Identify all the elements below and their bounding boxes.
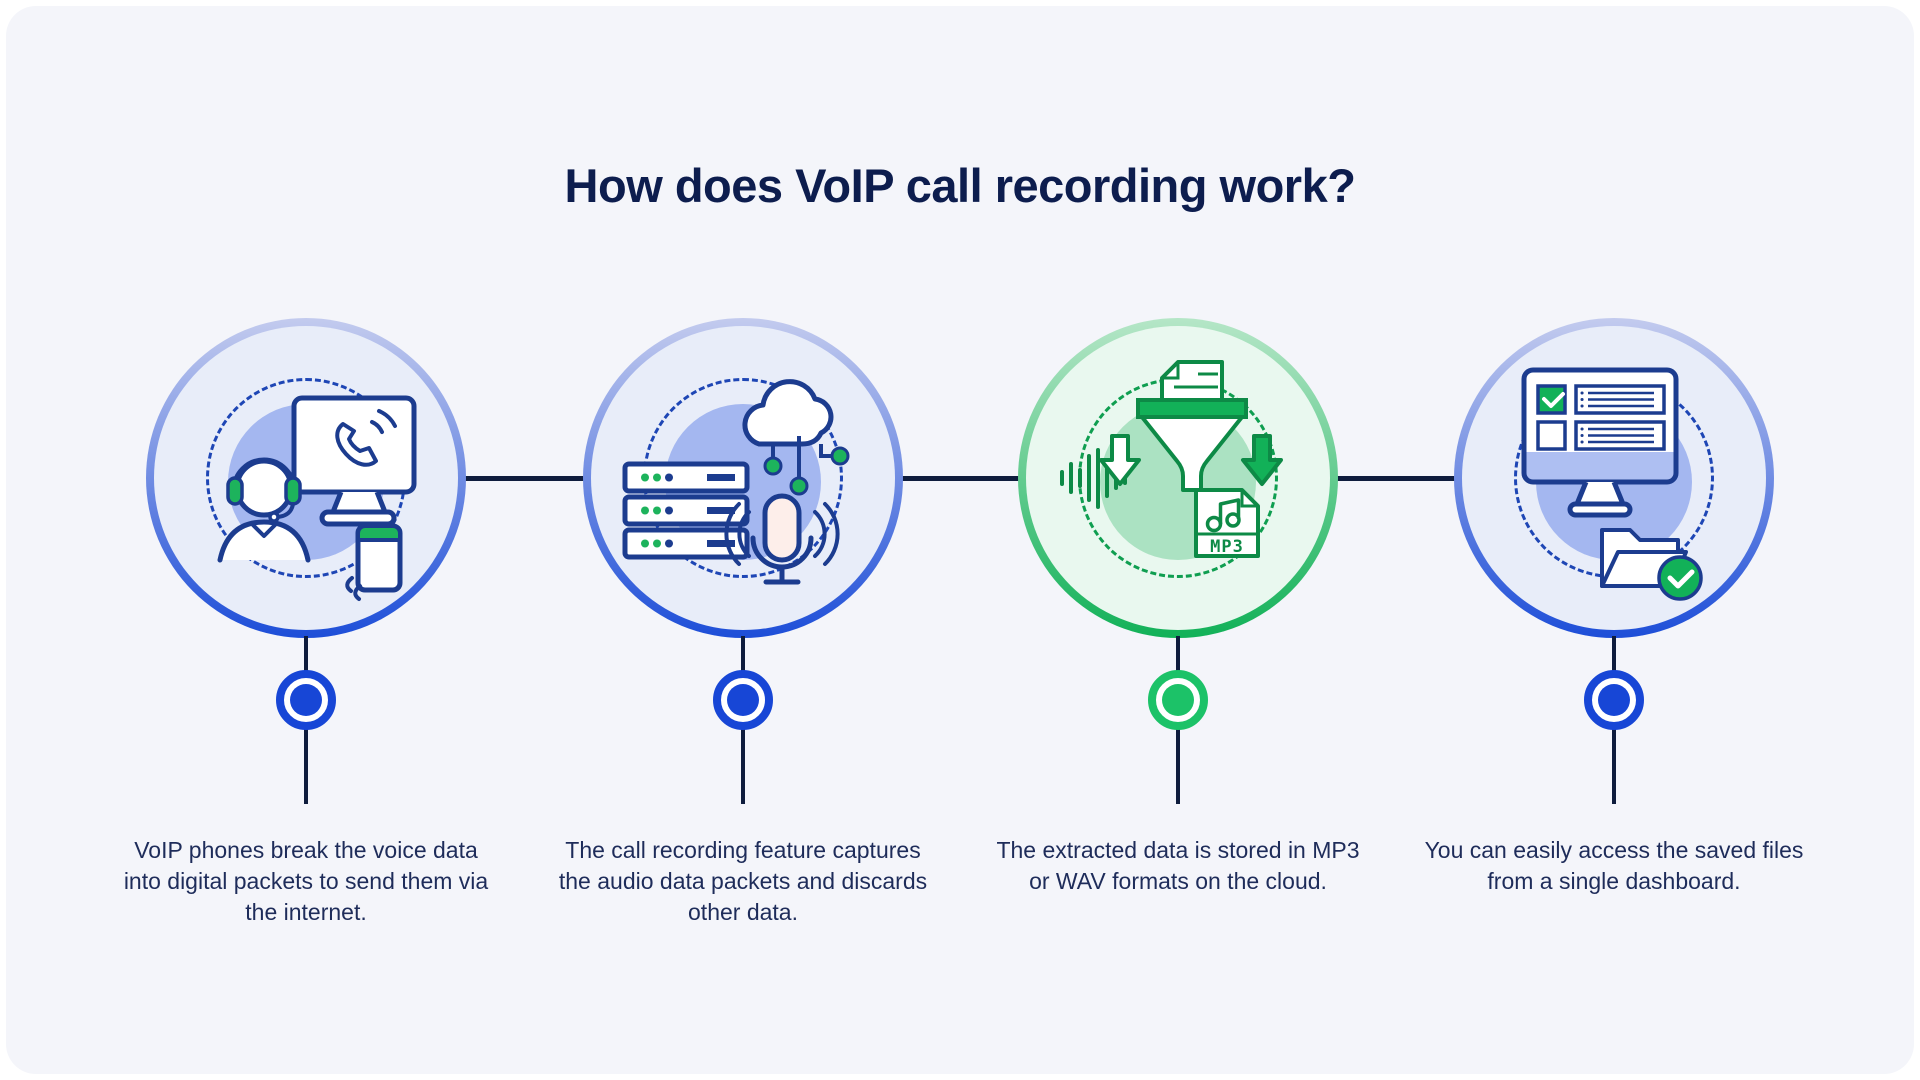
monitor-phone-icon xyxy=(291,395,417,527)
dashboard-folder-check-icon xyxy=(1521,367,1703,601)
step-3-description: The extracted data is stored in MP3 or W… xyxy=(996,837,1360,894)
check-badge-icon xyxy=(1657,555,1703,601)
step-2-connector-bullet xyxy=(713,670,773,730)
support-agent-icon xyxy=(217,457,311,563)
step-4-circle xyxy=(1454,318,1774,638)
waveform-funnel-mp3-icon: MP3 xyxy=(1060,360,1283,558)
page-title: How does VoIP call recording work? xyxy=(564,159,1356,213)
document-icon xyxy=(1160,360,1224,402)
step-3-connector-bullet xyxy=(1148,670,1208,730)
step-2-description: The call recording feature captures the … xyxy=(558,837,928,925)
agent-computer-phone-icon xyxy=(217,395,417,601)
dashboard-monitor-icon xyxy=(1521,367,1679,518)
step-2: The call recording feature captures the … xyxy=(523,0,963,1000)
download-arrow-outline-icon xyxy=(1099,434,1141,486)
server-stack-icon xyxy=(622,461,750,560)
mp3-file-icon: MP3 xyxy=(1194,488,1260,558)
step-1: VoIP phones break the voice data into di… xyxy=(86,0,526,1000)
horizontal-connector-line xyxy=(306,476,1614,481)
step-2-circle xyxy=(583,318,903,638)
step-3-circle: MP3 xyxy=(1018,318,1338,638)
download-arrow-filled-icon xyxy=(1241,434,1283,486)
servers-cloud-microphone-icon xyxy=(622,379,850,585)
step-3: MP3 The extracted data is stored in MP3 … xyxy=(958,0,1398,1000)
step-1-description: VoIP phones break the voice data into di… xyxy=(123,837,489,925)
step-1-connector-bullet xyxy=(276,670,336,730)
step-4-connector-bullet xyxy=(1584,670,1644,730)
mp3-label: MP3 xyxy=(1210,537,1244,557)
step-4-description: You can easily access the saved files fr… xyxy=(1424,837,1804,894)
smartphone-hand-icon xyxy=(345,523,403,601)
step-1-circle xyxy=(146,318,466,638)
microphone-icon xyxy=(724,493,840,585)
step-4: You can easily access the saved files fr… xyxy=(1394,0,1834,1000)
cloud-network-icon xyxy=(742,379,850,496)
funnel-icon xyxy=(1136,398,1248,492)
